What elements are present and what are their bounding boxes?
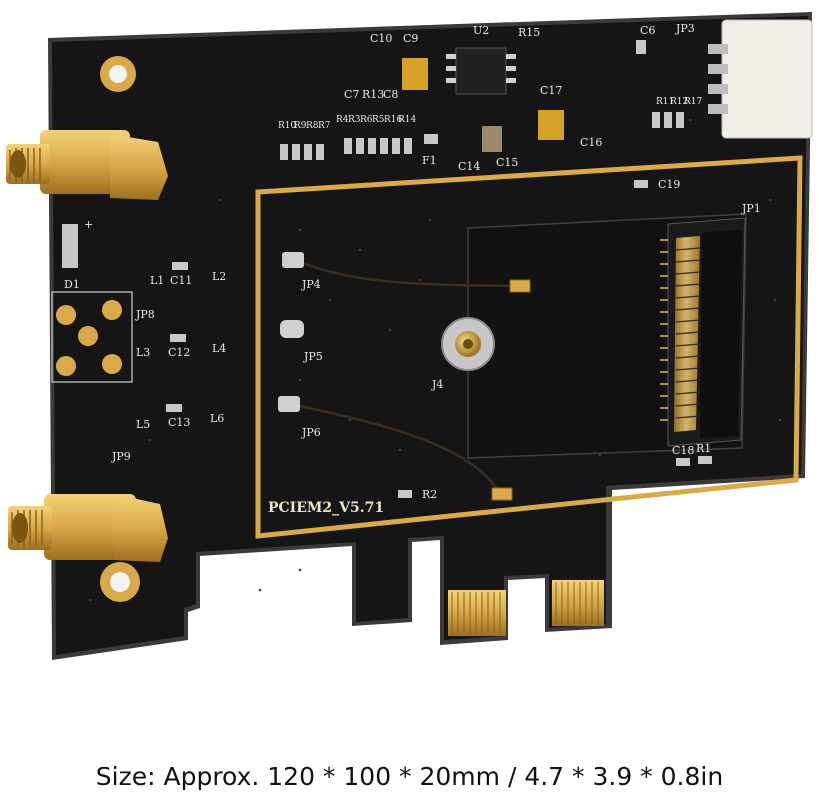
label-r5: R5 [372,115,385,125]
mounting-holes [100,56,140,602]
label-c9: C9 [403,32,418,45]
label-c17: C17 [540,84,562,97]
label-c19: C19 [658,178,680,191]
label-r15: R15 [518,26,540,39]
label-jp5: JP5 [303,350,323,363]
label-c16: C16 [580,136,602,149]
label-l3: L3 [136,346,150,359]
mounting-standoff [441,317,495,371]
label-jp4: JP4 [301,278,321,291]
pcb-board [48,12,812,660]
pcie-edge-connector [448,580,604,636]
label-r17: R17 [684,97,703,107]
product-size-caption: Size: Approx. 120 * 100 * 20mm / 4.7 * 3… [95,762,724,791]
label-r13: R13 [362,88,384,101]
label-r7: R7 [318,121,331,131]
label-l1: L1 [150,274,164,287]
label-l4: L4 [212,342,226,355]
label-jp1: JP1 [741,202,761,215]
label-plus: + [84,218,93,231]
pcie-m2-adapter-board-photo: C10 C9 U2 R15 C6 JP3 C7 R13 C8 C17 R10 R… [6,12,813,660]
label-c14: C14 [458,160,480,173]
label-jp9: JP9 [111,450,131,463]
label-u2: U2 [473,24,489,37]
label-jp6: JP6 [301,426,321,439]
board-version-label: PCIEM2_V5.71 [268,500,384,516]
gold-trace-frame [255,155,803,539]
label-f1: F1 [422,154,437,167]
label-l5: L5 [136,418,150,431]
label-r12: R12 [670,97,688,107]
label-j4: J4 [431,378,443,391]
antenna-cables [291,258,519,495]
label-r1: R1 [696,442,711,455]
label-d1: D1 [64,278,80,291]
label-r8: R8 [306,121,319,131]
label-c11: C11 [170,274,192,287]
label-jp3: JP3 [675,22,695,35]
label-r10: R10 [278,121,297,131]
label-c13: C13 [168,416,190,429]
label-r2: R2 [422,488,437,501]
smd-parts [62,40,712,498]
label-r14: R14 [398,115,417,125]
label-l2: L2 [212,270,226,283]
m2-slot-area [467,213,747,459]
ufl-connectors [278,252,531,501]
label-c15: C15 [496,156,518,169]
label-r11: R11 [656,97,674,107]
label-c18: C18 [672,444,694,457]
board-via-dots [88,118,782,602]
label-r9: R9 [294,121,307,131]
label-r16: R16 [384,115,403,125]
label-c6: C6 [640,24,655,37]
label-r4: R4 [336,115,349,125]
jp8-pads [51,291,133,383]
label-jp8: JP8 [135,308,155,321]
label-r6: R6 [360,115,373,125]
label-c12: C12 [168,346,190,359]
sma-connector-bottom [8,494,168,562]
label-c7: C7 [344,88,359,101]
label-l6: L6 [210,412,224,425]
tantalum-capacitors [402,58,564,152]
ic-u2 [446,47,516,95]
label-c8: C8 [383,88,398,101]
label-c10: C10 [370,32,392,45]
silkscreen-labels: C10 C9 U2 R15 C6 JP3 C7 R13 C8 C17 R10 R… [64,22,761,516]
jp3-power-header [708,19,813,139]
label-r3: R3 [348,115,361,125]
sma-connector-top [6,130,168,200]
